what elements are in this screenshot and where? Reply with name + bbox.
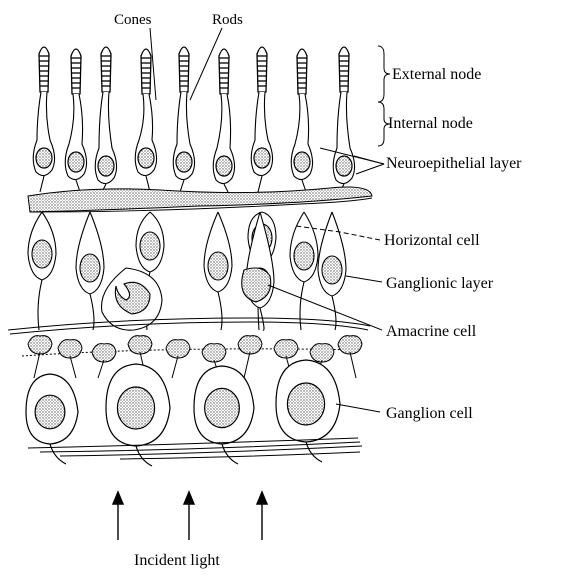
label-internal-node: Internal node xyxy=(388,115,473,132)
plexus-node xyxy=(28,336,52,354)
nucleus xyxy=(98,156,114,176)
nucleus xyxy=(205,388,240,427)
bipolar-cells xyxy=(28,212,346,330)
plexus-node xyxy=(166,340,190,358)
nucleus xyxy=(216,156,232,176)
nucleus xyxy=(294,242,314,270)
nucleus xyxy=(294,152,310,172)
photoreceptor-tip xyxy=(39,47,49,92)
photoreceptor-tip xyxy=(297,49,307,94)
photoreceptor-inner-segments xyxy=(33,92,354,192)
label-horizontal-cell: Horizontal cell xyxy=(384,232,480,249)
label-external-node: External node xyxy=(392,66,481,83)
nucleus xyxy=(287,383,324,425)
bipolar-cell xyxy=(28,212,56,330)
plexus-node xyxy=(274,340,298,358)
ganglion-cell xyxy=(276,360,340,462)
outer-plexiform-band xyxy=(28,187,372,212)
bipolar-cell xyxy=(290,212,318,330)
photoreceptor-tip xyxy=(179,47,189,92)
label-rods: Rods xyxy=(212,12,243,28)
plexus-node xyxy=(92,344,116,362)
plexus-node xyxy=(310,344,334,362)
nucleus xyxy=(208,252,228,280)
nucleus xyxy=(176,152,192,172)
photoreceptor-outer-segments xyxy=(39,47,349,94)
photoreceptor-tip xyxy=(219,49,229,94)
bipolar-cell xyxy=(204,212,232,330)
nucleus xyxy=(68,152,84,172)
plexus-node xyxy=(128,336,152,354)
light-arrow xyxy=(257,492,267,540)
nucleus xyxy=(140,232,160,260)
photoreceptor-tip xyxy=(141,49,151,94)
photoreceptor-tip xyxy=(257,47,267,92)
light-arrow xyxy=(113,492,123,540)
label-neuroepithelial-layer: Neuroepithelial layer xyxy=(386,155,522,172)
plexus-node xyxy=(58,340,82,358)
label-ganglion-cell: Ganglion cell xyxy=(386,405,473,422)
plexus-node xyxy=(238,336,262,354)
plexus-node xyxy=(202,344,226,362)
label-amacrine-cell: Amacrine cell xyxy=(386,323,477,340)
nucleus xyxy=(80,254,100,282)
incident-light-arrows xyxy=(113,492,267,540)
ganglion-cell xyxy=(194,366,254,464)
nucleus xyxy=(254,148,270,168)
label-ganglionic-layer: Ganglionic layer xyxy=(386,275,494,292)
nucleus xyxy=(336,156,352,176)
label-incident-light: Incident light xyxy=(134,552,220,569)
nucleus xyxy=(32,240,52,268)
nucleus xyxy=(35,395,65,429)
ganglion-cells xyxy=(26,360,340,466)
plexus-node xyxy=(338,336,362,354)
ganglion-cell xyxy=(26,374,78,464)
bipolar-cell xyxy=(76,212,104,330)
label-cones: Cones xyxy=(114,12,152,28)
nucleus xyxy=(138,148,154,168)
photoreceptor-tip xyxy=(101,47,111,92)
photoreceptor-tip xyxy=(339,47,349,92)
nucleus xyxy=(322,256,342,284)
nucleus xyxy=(117,387,154,429)
photoreceptor-tip xyxy=(71,49,81,94)
nucleus xyxy=(36,148,52,168)
light-arrow xyxy=(184,492,194,540)
